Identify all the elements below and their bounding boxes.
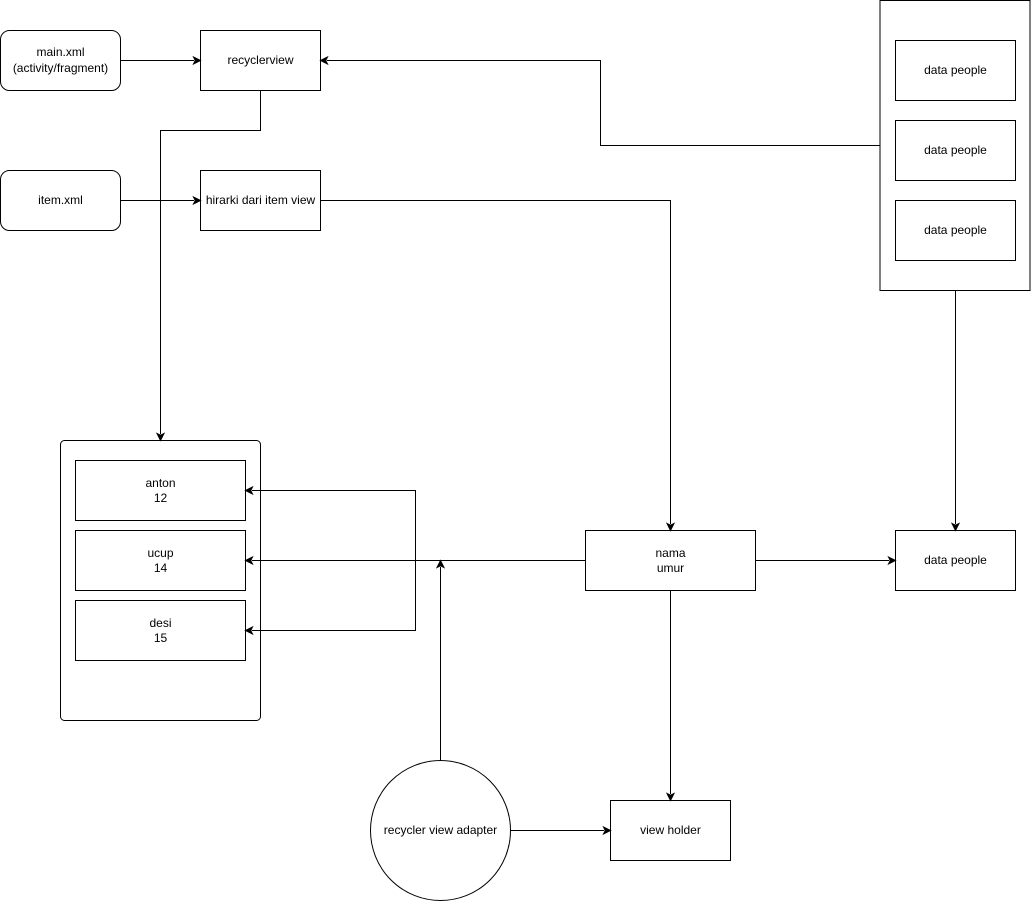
edge-hirarki-to-namaumur [320,200,671,524]
data-people-label-1: data people [924,63,987,77]
view-holder-label: view holder [640,823,701,837]
arrowhead-item-to-hirarki [192,195,202,206]
list-item-name-desi: desi [149,616,171,630]
arrowhead-main-to-recyclerview [192,55,202,66]
arrowhead-hirarki-to-namaumur [665,522,676,532]
list-item-age-anton: 12 [154,491,168,505]
arrowhead-namaumur-to-viewholder [665,792,676,802]
list-item-age-ucup: 14 [154,561,168,575]
arrowhead-namaumur-to-datapeople-target [887,555,897,566]
main-xml-label-line2: (activity/fragment) [13,61,108,75]
nama-umur-node: nama umur [585,530,756,591]
list-item-box-anton [75,460,246,521]
list-item-anton: anton 12 [75,460,246,521]
edges [120,55,961,836]
arrowhead-branch-to-desi [244,625,254,636]
arrowhead-namaumur-to-ucup [244,555,254,566]
edge-branch-to-desi [252,560,416,631]
nama-umur-label-line1: nama [655,546,685,560]
list-item-box-ucup [75,530,246,591]
recyclerview-label: recyclerview [227,53,293,67]
view-holder-node: view holder [610,800,731,861]
edge-datapeople-to-recyclerview [327,60,880,146]
list-item-ucup: ucup 14 [75,530,246,591]
list-item-desi: desi 15 [75,600,246,661]
list-item-name-ucup: ucup [147,546,173,560]
nama-umur-box [585,530,756,591]
hirarki-box [200,170,321,231]
data-people-target-label: data people [924,553,987,567]
list-item-age-desi: 15 [154,631,168,645]
list-item-name-anton: anton [145,476,175,490]
data-people-label-2: data people [924,143,987,157]
data-people-box-3 [895,200,1016,261]
adapter-node: recycler view adapter [370,760,511,901]
data-people-item-3: data people [895,200,1016,261]
main-xml-node: main.xml (activity/fragment) [0,30,121,91]
recyclerview-node: recyclerview [200,30,321,91]
item-xml-node: item.xml [0,170,121,231]
item-xml-label: item.xml [38,193,83,207]
edge-branch-to-anton [252,490,416,561]
adapter-label: recycler view adapter [384,823,497,837]
data-people-label-3: data people [924,223,987,237]
arrowhead-datapeople-to-recyclerview [319,55,329,66]
list-item-box-desi [75,600,246,661]
arrowhead-container-to-datapeople-target [950,522,961,532]
arrowhead-adapter-to-viewholder [602,825,612,836]
data-people-target-node: data people [895,530,1016,591]
data-people-box-2 [895,120,1016,181]
data-people-box-1 [895,40,1016,101]
main-xml-label-line1: main.xml [36,45,84,59]
arrowhead-branch-to-anton [244,485,254,496]
hirarki-node: hirarki dari item view [200,170,321,231]
hirarki-label: hirarki dari item view [206,193,316,207]
data-people-item-2: data people [895,120,1016,181]
nama-umur-label-line2: umur [657,561,684,575]
view-holder-box [610,800,731,861]
arrowhead-adapter-to-list [435,559,446,569]
arrowhead-recyclerview-to-list [155,432,166,442]
edge-recyclerview-to-list [160,90,261,434]
data-people-item-1: data people [895,40,1016,101]
